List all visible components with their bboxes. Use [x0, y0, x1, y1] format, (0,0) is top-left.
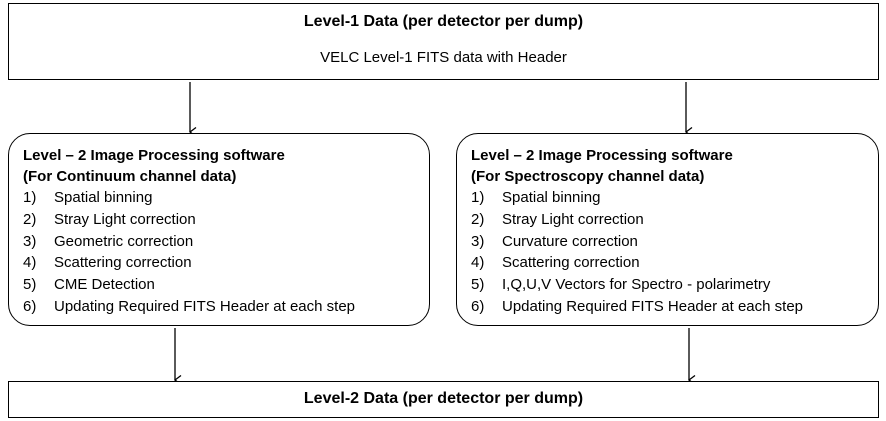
step-label: Stray Light correction	[54, 210, 196, 228]
spectroscopy-heading-line2: (For Spectroscopy channel data)	[471, 168, 705, 185]
continuum-heading-line1: Level – 2 Image Processing software	[23, 147, 285, 164]
step-label: Updating Required FITS Header at each st…	[54, 297, 356, 315]
step-number: 4)	[471, 254, 485, 272]
continuum-step: 4) Scattering correction	[23, 252, 429, 274]
step-label: Scattering correction	[502, 254, 640, 272]
step-label: Geometric correction	[54, 232, 194, 250]
step-label: Updating Required FITS Header at each st…	[502, 297, 804, 315]
step-label: Spatial binning	[502, 189, 601, 206]
step-label: CME Detection	[54, 276, 155, 294]
step-label: Spatial binning	[54, 189, 153, 206]
continuum-processing-box: Level – 2 Image Processing software (For…	[8, 133, 430, 326]
spectroscopy-step: 6) Updating Required FITS Header at each …	[471, 296, 878, 318]
spectroscopy-heading-line1: Level – 2 Image Processing software	[471, 147, 733, 164]
level2-title: Level-2 Data (per detector per dump)	[303, 390, 584, 407]
spectroscopy-processing-box: Level – 2 Image Processing software (For…	[456, 133, 879, 326]
step-label: I,Q,U,V Vectors for Spectro - polarimetr…	[502, 276, 771, 294]
spectroscopy-step: 4) Scattering correction	[471, 252, 878, 274]
step-label: Scattering correction	[54, 254, 192, 272]
step-number: 6)	[471, 297, 485, 315]
spectroscopy-step: 2) Stray Light correction	[471, 209, 878, 231]
level1-subtitle: VELC Level-1 FITS data with Header	[320, 49, 567, 66]
step-number: 6)	[23, 297, 37, 315]
spectroscopy-step: 3) Curvature correction	[471, 231, 878, 253]
step-number: 3)	[471, 232, 485, 250]
continuum-step: 1) Spatial binning	[23, 187, 429, 209]
level1-title: Level-1 Data (per detector per dump)	[303, 13, 584, 30]
step-number: 2)	[471, 210, 485, 228]
continuum-step: 5) CME Detection	[23, 274, 429, 296]
continuum-heading-line2: (For Continuum channel data)	[23, 168, 237, 185]
continuum-step: 3) Geometric correction	[23, 231, 429, 253]
step-number: 5)	[23, 276, 37, 294]
step-number: 1)	[23, 189, 37, 206]
step-number: 2)	[23, 210, 37, 228]
spectroscopy-step: 1) Spatial binning	[471, 187, 878, 209]
step-number: 3)	[23, 232, 37, 250]
continuum-step: 2) Stray Light correction	[23, 209, 429, 231]
level2-data-box: Level-2 Data (per detector per dump)	[8, 381, 879, 418]
step-number: 5)	[471, 276, 485, 294]
step-number: 1)	[471, 189, 485, 206]
continuum-step: 6) Updating Required FITS Header at each …	[23, 296, 429, 318]
step-label: Stray Light correction	[502, 210, 644, 228]
spectroscopy-step: 5) I,Q,U,V Vectors for Spectro - polarime…	[471, 274, 878, 296]
continuum-steps-list: 1) Spatial binning 2) Stray Light correcti…	[23, 187, 429, 318]
step-number: 4)	[23, 254, 37, 272]
step-label: Curvature correction	[502, 232, 638, 250]
level1-data-box: Level-1 Data (per detector per dump) VEL…	[8, 3, 879, 80]
spectroscopy-steps-list: 1) Spatial binning 2) Stray Light correcti…	[471, 187, 878, 318]
